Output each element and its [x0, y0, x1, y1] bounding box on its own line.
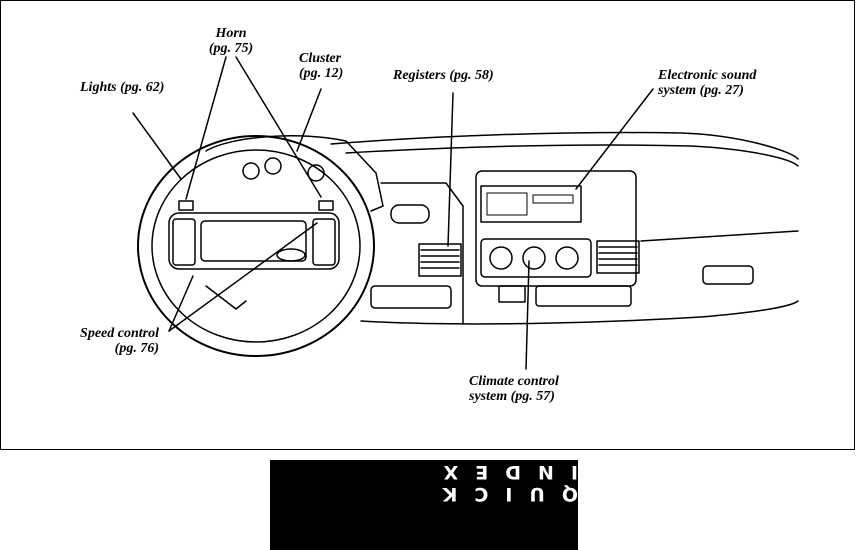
ford-logo — [276, 248, 306, 262]
climate-label-line2: system (pg. 57) — [469, 389, 555, 404]
climate-label-line1: Climate control — [469, 374, 559, 389]
radio-unit — [480, 185, 582, 223]
dash-top-line-2 — [345, 144, 799, 167]
climate-knob-3 — [555, 246, 579, 270]
registers-label: Registers (pg. 58) — [393, 68, 494, 83]
dash-top-line — [330, 131, 799, 160]
horn-label-name: Horn — [215, 26, 247, 41]
steering-wheel-inner — [151, 149, 361, 343]
cluster-label: Cluster (pg. 12) — [299, 51, 343, 81]
lower-left-slot — [370, 285, 452, 309]
steering-wheel-outer — [137, 135, 375, 357]
quick-index-tab[interactable]: QUICK INDEX — [270, 460, 578, 550]
speed-control-label: Speed control (pg. 76) — [61, 326, 159, 356]
pointer-sound — [575, 88, 654, 190]
register-right — [596, 240, 640, 274]
speed-control-left — [172, 218, 196, 266]
speed-label-line2: (pg. 76) — [114, 341, 159, 356]
horn-pad-right — [318, 200, 334, 211]
pointer-speed-right — [168, 222, 318, 332]
pointer-cluster — [296, 88, 322, 152]
horn-label-page: (pg. 75) — [208, 41, 254, 56]
glove-box — [640, 230, 799, 242]
horn-label: Horn (pg. 75) — [201, 26, 261, 56]
register-left — [418, 243, 462, 277]
cluster-label-page: (pg. 12) — [299, 66, 344, 81]
cluster-hood — [205, 135, 384, 212]
climate-knob-1 — [489, 246, 513, 270]
climate-label: Climate control system (pg. 57) — [469, 374, 559, 404]
ashtray — [498, 285, 526, 303]
climate-knob-2 — [522, 246, 546, 270]
diagram-frame: Horn (pg. 75) Cluster (pg. 12) Lights (p… — [0, 0, 855, 450]
column-stalk — [390, 204, 430, 224]
gauge-1 — [242, 162, 260, 180]
pointer-horn-left — [185, 56, 227, 200]
sound-label-line1: Electronic sound — [658, 68, 757, 83]
climate-panel — [480, 238, 592, 278]
gauge-2 — [264, 157, 282, 175]
pointer-horn-right — [235, 56, 322, 198]
hub-center-pad — [200, 220, 307, 262]
speed-label-line1: Speed control — [80, 326, 159, 341]
pointer-registers — [447, 92, 454, 247]
dash-lower-edge — [360, 300, 799, 325]
cup-slot — [535, 285, 632, 307]
horn-pad-left — [178, 200, 194, 211]
pointer-lights — [132, 112, 182, 180]
dash-left-panel — [380, 182, 464, 324]
lights-label: Lights (pg. 62) — [80, 80, 165, 95]
sound-label: Electronic sound system (pg. 27) — [658, 68, 756, 98]
sound-label-line2: system (pg. 27) — [658, 83, 744, 98]
pointer-climate — [525, 260, 530, 370]
speed-control-right — [312, 218, 336, 266]
pointer-speed-left — [168, 275, 194, 332]
quick-index-text: QUICK INDEX — [425, 461, 578, 505]
cluster-label-name: Cluster — [299, 51, 342, 66]
dashboard-illustration — [132, 56, 799, 370]
steering-spoke — [205, 285, 247, 310]
glove-latch — [702, 265, 754, 285]
